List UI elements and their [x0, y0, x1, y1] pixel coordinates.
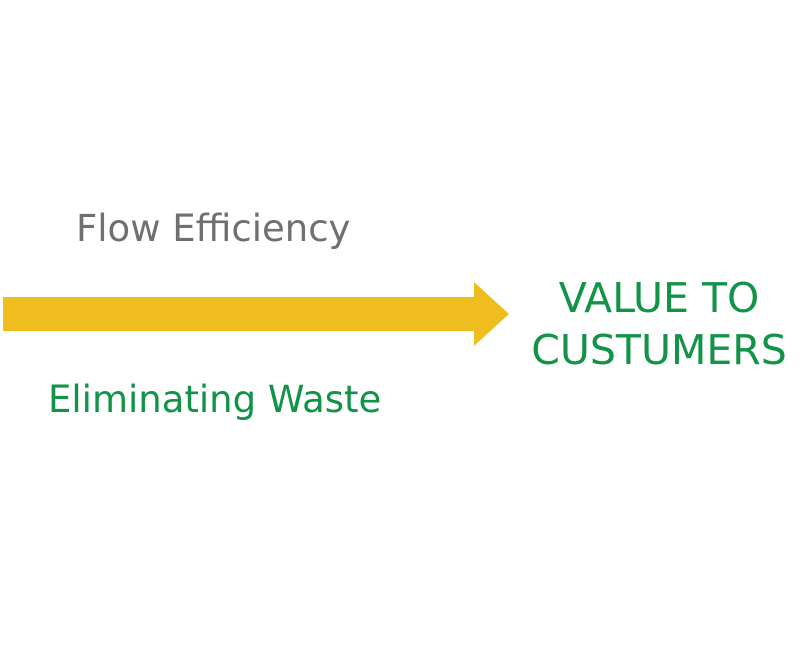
- arrow-shape: [3, 282, 509, 346]
- outcome-line-2: CUSTUMERS: [531, 326, 787, 374]
- outcome-line-1: VALUE TO: [558, 274, 760, 322]
- value-to-customers-text: VALUE TO CUSTUMERS: [518, 272, 800, 376]
- right-arrow-icon: [3, 282, 509, 346]
- flow-efficiency-label: Flow Efficiency: [76, 207, 351, 250]
- eliminating-waste-label: Eliminating Waste: [48, 378, 382, 421]
